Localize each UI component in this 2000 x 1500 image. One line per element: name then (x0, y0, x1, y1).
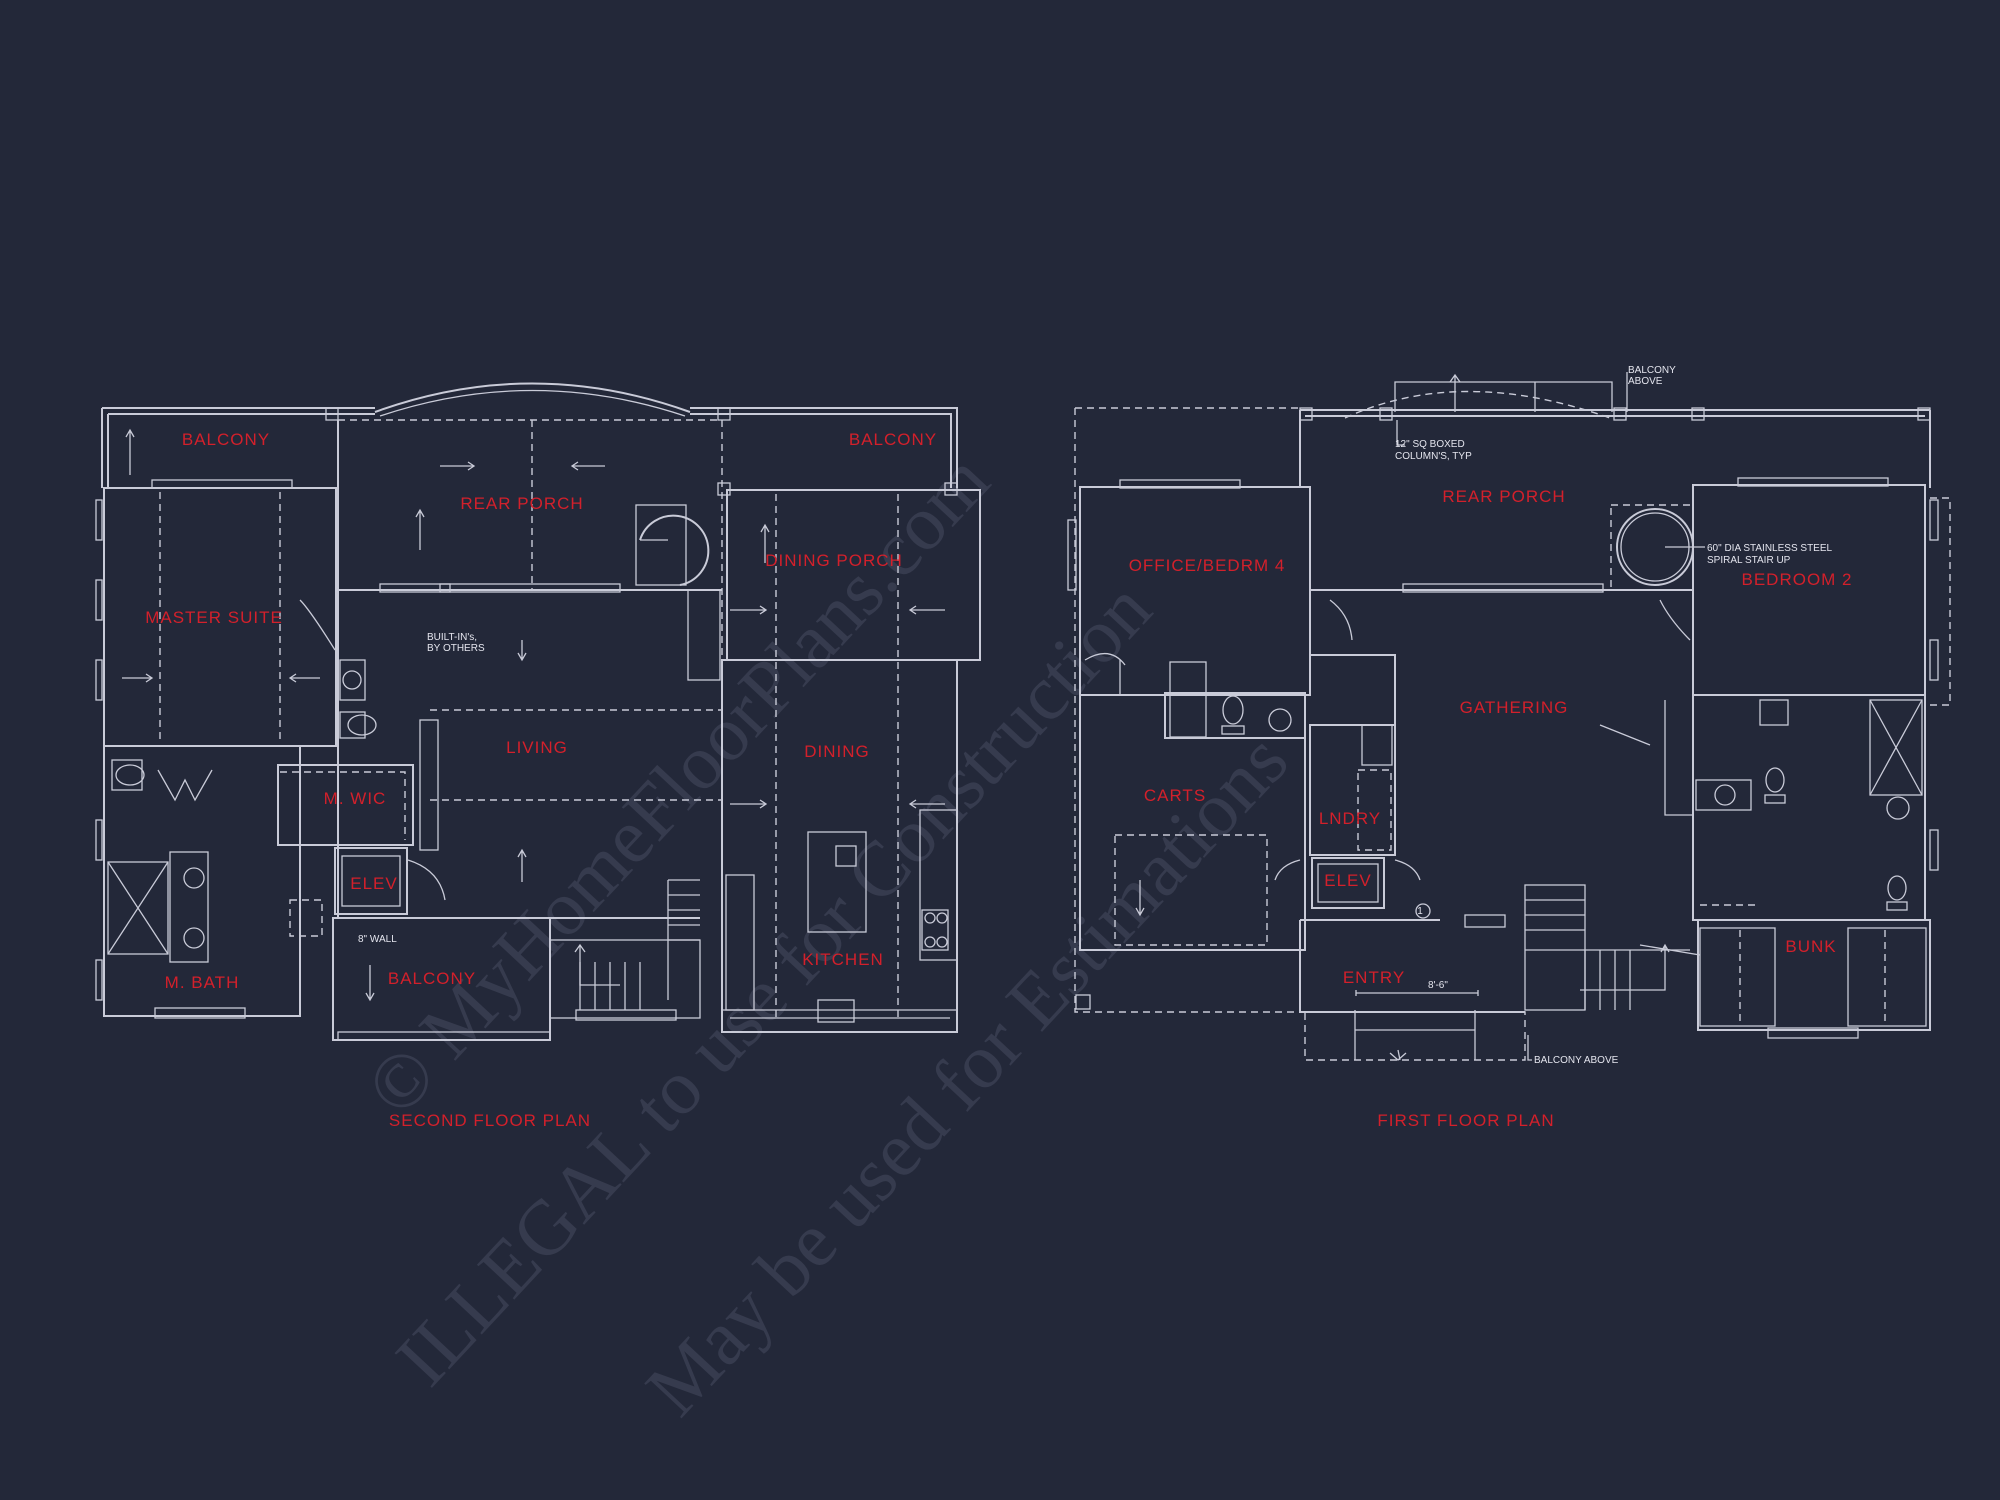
room-label-lndry: LNDRY (1319, 809, 1381, 828)
room-label-living: LIVING (506, 738, 568, 757)
room-label-elev-first: ELEV (1324, 871, 1371, 890)
note-balcony-above-top-2: ABOVE (1628, 376, 1663, 387)
room-label-bedroom-2: BEDROOM 2 (1741, 570, 1852, 589)
room-label-balcony-right: BALCONY (849, 430, 937, 449)
note-balcony-above-top-1: BALCONY (1628, 365, 1676, 376)
room-label-master-suite: MASTER SUITE (145, 608, 283, 627)
room-label-kitchen: KITCHEN (802, 950, 884, 969)
room-label-entry: ENTRY (1343, 968, 1405, 987)
note-columns-1: 12" SQ BOXED (1395, 439, 1465, 450)
marker-1: 1 (1417, 906, 1423, 917)
room-label-bunk: BUNK (1785, 937, 1836, 956)
note-spiral-stair-1: 60" DIA STAINLESS STEEL (1707, 543, 1833, 554)
second-floor-plan: BALCONY BALCONY REAR PORCH MASTER SUITE … (95, 382, 981, 1130)
room-label-gathering: GATHERING (1460, 698, 1569, 717)
slope-arrows (122, 428, 945, 1002)
note-spiral-stair-2: SPIRAL STAIR UP (1707, 555, 1791, 566)
room-label-balcony-front: BALCONY (388, 969, 476, 988)
second-floor-title: SECOND FLOOR PLAN (389, 1111, 591, 1130)
first-floor-title: FIRST FLOOR PLAN (1377, 1111, 1554, 1130)
watermark: © MyHomeFloorPlans.com ILLEGAL to use fo… (349, 436, 1304, 1431)
room-label-dining: DINING (804, 742, 870, 761)
room-label-balcony-left: BALCONY (182, 430, 270, 449)
dimension-label: 8'-6" (1428, 980, 1448, 991)
note-built-ins-1: BUILT-IN's, (427, 632, 477, 643)
room-label-office-bedrm-4: OFFICE/BEDRM 4 (1129, 556, 1286, 575)
room-label-m-bath: M. BATH (165, 973, 240, 992)
room-label-rear-porch: REAR PORCH (460, 494, 583, 513)
note-columns-2: COLUMN'S, TYP (1395, 451, 1472, 462)
room-label-elev: ELEV (350, 874, 397, 893)
room-label-m-wic: M. WIC (324, 789, 387, 808)
first-floor-plan: REAR PORCH OFFICE/BEDRM 4 BEDROOM 2 GATH… (1067, 365, 1951, 1130)
note-wall: 8" WALL (358, 934, 397, 945)
note-balcony-above-bottom: BALCONY ABOVE (1534, 1055, 1619, 1066)
room-label-carts: CARTS (1144, 786, 1206, 805)
note-built-ins-2: BY OTHERS (427, 643, 485, 654)
room-label-rear-porch-first: REAR PORCH (1442, 487, 1565, 506)
room-label-dining-porch: DINING PORCH (765, 551, 903, 570)
